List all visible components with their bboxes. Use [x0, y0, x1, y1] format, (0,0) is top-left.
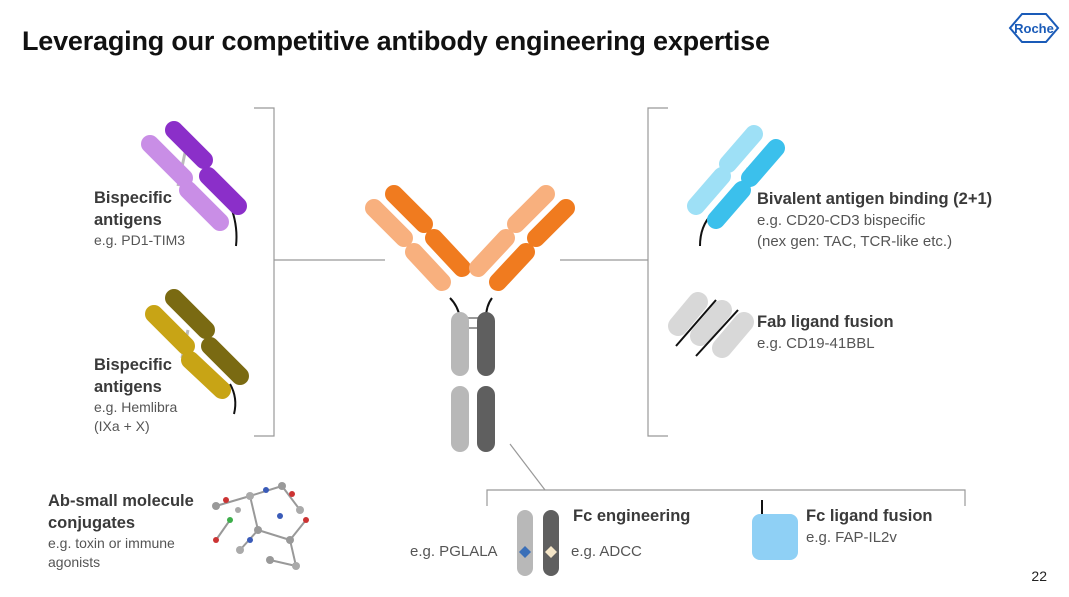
conjugates-desc-line1: e.g. toxin or immune — [48, 535, 175, 551]
fab-fusion-title: Fab ligand fusion — [757, 313, 894, 331]
right-bracket — [647, 107, 668, 437]
bispecific-olive-icon — [145, 289, 249, 415]
fc-engineering-icon — [517, 510, 559, 576]
bottom-connector — [509, 443, 546, 491]
fab-ligand-fusion-icon — [668, 292, 754, 358]
fc-ligand-fusion-title: Fc ligand fusion — [806, 507, 933, 525]
bispecific-2-title-line1: Bispecific — [94, 356, 172, 374]
bottom-bracket — [486, 489, 966, 506]
fab-fusion-label: Fab ligand fusion e.g. CD19-41BBL — [757, 311, 894, 354]
conjugates-title-line1: Ab-small molecule — [48, 492, 194, 510]
fc-ligand-fusion-example: e.g. FAP-IL2v — [806, 529, 897, 546]
page-title: Leveraging our competitive antibody engi… — [22, 26, 770, 56]
bispecific-1-title-line2: antigens — [94, 211, 162, 229]
bivalent-title: Bivalent antigen binding (2+1) — [757, 190, 993, 208]
fc-engineering-example-left: e.g. PGLALA — [410, 543, 498, 560]
fc-engineering-example-right: e.g. ADCC — [571, 543, 642, 560]
bispecific-purple-icon — [141, 121, 247, 247]
bivalent-example-line1: e.g. CD20-CD3 bispecific — [757, 212, 926, 229]
conjugates-title-line2: conjugates — [48, 514, 136, 532]
small-molecule-icon — [212, 482, 309, 570]
bispecific-2-label: Bispecific antigens e.g. Hemlibra (IXa +… — [94, 354, 177, 436]
bispecific-1-example: e.g. PD1-TIM3 — [94, 232, 186, 248]
bispecific-2-example-line1: e.g. Hemlibra — [94, 399, 178, 415]
fc-engineering-title: Fc engineering — [573, 505, 690, 527]
bispecific-2-title-line2: antigens — [94, 378, 162, 396]
conjugates-desc-line2: agonists — [48, 554, 101, 570]
left-bracket — [254, 107, 275, 437]
central-antibody-icon — [365, 185, 575, 452]
bispecific-1-label: Bispecific antigens e.g. PD1-TIM3 — [94, 187, 185, 250]
fc-ligand-fusion-icon — [752, 500, 798, 560]
fc-ligand-fusion-label: Fc ligand fusion e.g. FAP-IL2v — [806, 505, 933, 548]
bivalent-label: Bivalent antigen binding (2+1) e.g. CD20… — [757, 188, 992, 252]
roche-logo: Roche — [1008, 13, 1060, 43]
fc-engineering-title-text: Fc engineering — [573, 507, 691, 525]
page-number: 22 — [1031, 568, 1047, 584]
logo-text: Roche — [1014, 21, 1054, 36]
bispecific-2-example-line2: (IXa + X) — [94, 418, 150, 434]
fab-fusion-example: e.g. CD19-41BBL — [757, 335, 875, 352]
bivalent-example-line2: (nex gen: TAC, TCR-like etc.) — [757, 233, 953, 250]
bispecific-1-title-line1: Bispecific — [94, 189, 172, 207]
bivalent-blue-icon — [687, 125, 785, 247]
conjugates-label: Ab-small molecule conjugates e.g. toxin … — [48, 490, 194, 572]
